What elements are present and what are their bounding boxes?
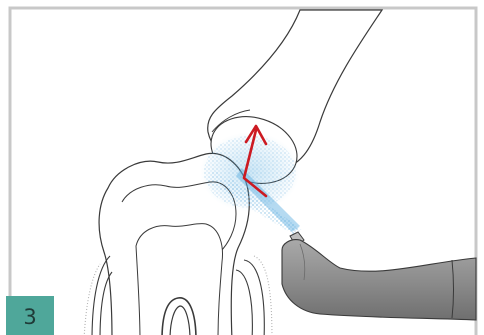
step-number-badge: 3 bbox=[6, 296, 54, 335]
handpiece-icon bbox=[282, 232, 476, 320]
gingiva-right-icon bbox=[236, 256, 272, 335]
step-number: 3 bbox=[23, 305, 36, 329]
